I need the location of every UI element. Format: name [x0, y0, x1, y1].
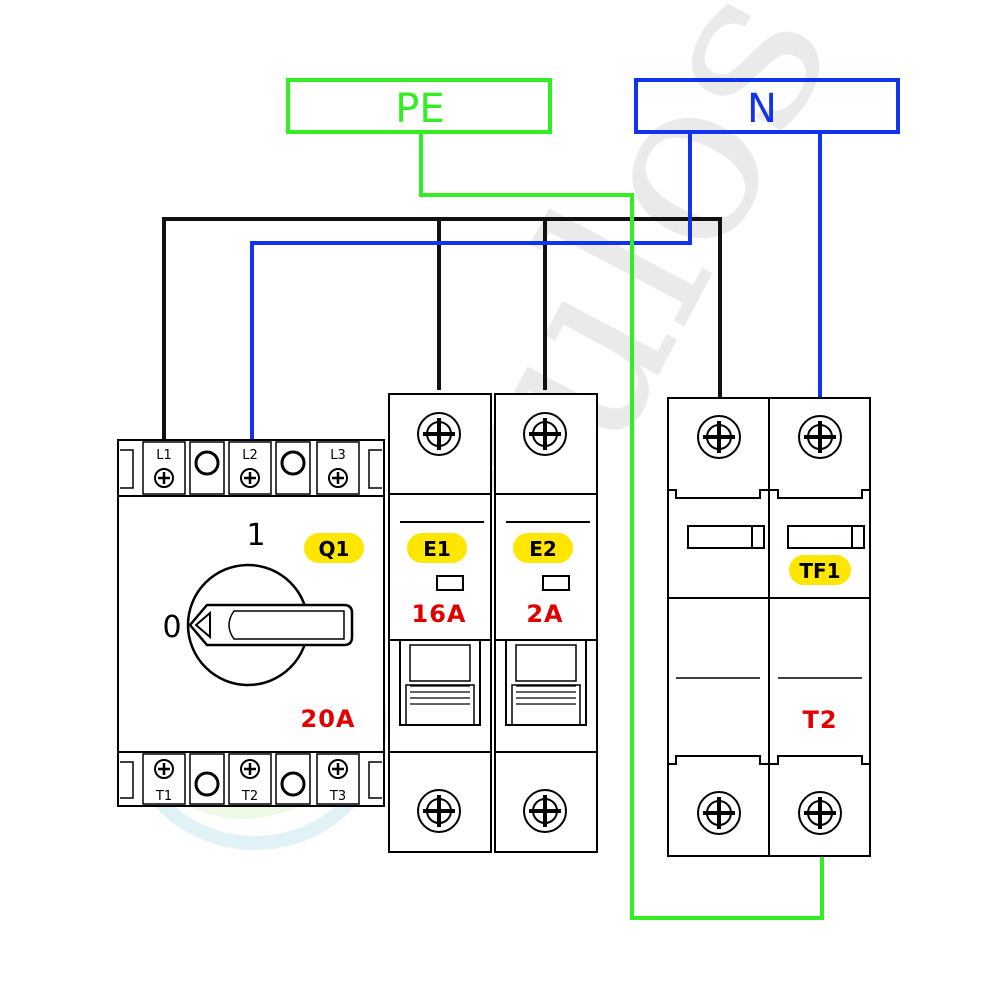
- screw-icon: [697, 415, 741, 459]
- n-bus: N: [634, 78, 900, 134]
- screw-icon: [697, 791, 741, 835]
- n-bus-label: N: [747, 86, 777, 132]
- q1-terminal-t2: T2: [228, 753, 272, 805]
- e2-tag: E2: [513, 533, 573, 563]
- e1-tag: E1: [407, 533, 467, 563]
- tf1-tag-label: TF1: [799, 559, 840, 583]
- q1-tag: Q1: [304, 533, 364, 563]
- tf1-tag: TF1: [789, 555, 851, 585]
- q1-main-switch: L1 L2 L3 T1: [117, 439, 385, 807]
- q1-terminal-l2: L2: [228, 441, 272, 495]
- q1-position-off: 0: [162, 610, 181, 645]
- tf1-window-left: [687, 525, 765, 549]
- e2-toggle-lever: [505, 639, 587, 726]
- screw-icon: [417, 789, 461, 833]
- terminal-label: T1: [155, 789, 172, 804]
- q1-terminal-t3: T3: [316, 753, 360, 805]
- q1-rotary-knob: [186, 563, 354, 687]
- pe-bus: PE: [286, 78, 552, 134]
- terminal-label: L1: [156, 448, 172, 463]
- e1-breaker: E1 16A: [388, 393, 492, 853]
- screw-icon: [798, 415, 842, 459]
- e1-toggle-lever: [399, 639, 481, 726]
- neutral-wires: [250, 132, 822, 444]
- tf1-window-right: [787, 525, 865, 549]
- q1-link-2: [275, 441, 311, 495]
- e1-indicator-window: [436, 575, 464, 591]
- q1-position-on: 1: [246, 518, 265, 553]
- screw-icon: [417, 412, 461, 456]
- e1-rating: 16A: [412, 600, 467, 628]
- terminal-label: L3: [330, 448, 346, 463]
- terminal-label: T3: [329, 789, 346, 804]
- screw-icon: [523, 412, 567, 456]
- q1-terminal-t1: T1: [142, 753, 186, 805]
- e2-indicator-window: [542, 575, 570, 591]
- q1-rating: 20A: [301, 705, 356, 733]
- tf1-rating: T2: [802, 706, 837, 734]
- q1-link-1: [189, 441, 225, 495]
- screw-icon: [798, 791, 842, 835]
- e2-tag-label: E2: [529, 537, 557, 561]
- pe-bus-label: PE: [395, 86, 444, 132]
- screw-icon: [523, 789, 567, 833]
- phase-wires: [162, 217, 722, 444]
- e2-rating: 2A: [526, 600, 563, 628]
- q1-link-4: [275, 753, 311, 805]
- q1-link-3: [189, 753, 225, 805]
- q1-terminal-l1: L1: [142, 441, 186, 495]
- terminal-label: T2: [241, 789, 258, 804]
- terminal-label: L2: [242, 448, 258, 463]
- e2-breaker: E2 2A: [494, 393, 598, 853]
- q1-tag-label: Q1: [319, 537, 350, 561]
- earth-wire: [419, 132, 824, 920]
- e1-tag-label: E1: [423, 537, 451, 561]
- q1-terminal-l3: L3: [316, 441, 360, 495]
- tf1-device: TF1 T2: [667, 397, 871, 857]
